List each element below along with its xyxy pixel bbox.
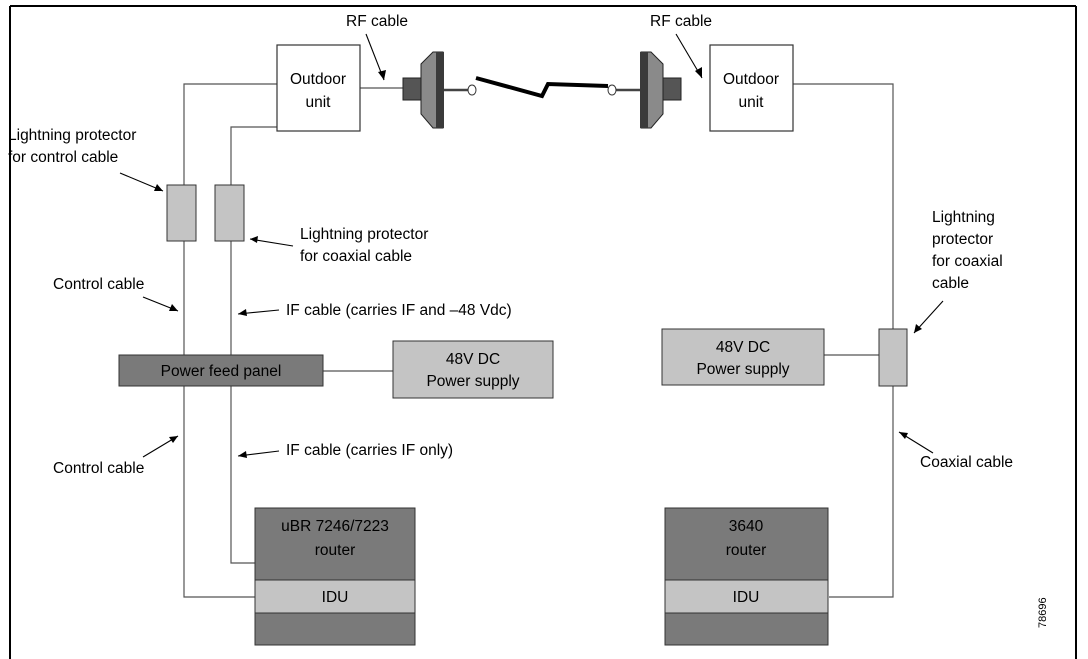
power-supply-left-label-1: 48V DC — [446, 351, 500, 368]
outdoor-unit-left-label-2: unit — [306, 94, 332, 111]
lightning-protector-coax-right — [878, 328, 908, 387]
control-cable-lower-label: Control cable — [53, 460, 144, 477]
lightning-protector-coax-left — [214, 184, 245, 242]
power-feed-panel — [118, 354, 324, 387]
idu-left — [254, 579, 416, 614]
arrow-lightning-coax-right — [913, 300, 944, 334]
figure-number: 78696 — [1037, 597, 1049, 628]
lightning-control-label-2: for control cable — [8, 149, 118, 166]
arrow-rf-left — [365, 33, 386, 81]
idu-right-label: IDU — [733, 589, 760, 606]
outdoor-unit-right-label-2: unit — [739, 94, 765, 111]
rf-cable-right-label: RF cable — [650, 13, 712, 30]
coaxial-cable-label: Coaxial cable — [920, 454, 1013, 471]
power-feed-panel-label: Power feed panel — [161, 363, 282, 380]
arrow-if-upper — [237, 309, 280, 316]
arrow-if-lower — [237, 450, 280, 458]
if-cable-line — [230, 126, 277, 564]
outdoor-unit-left-label-1: Outdoor — [290, 71, 346, 88]
power-supply-right — [661, 328, 825, 386]
if-cable-lower-label: IF cable (carries IF only) — [286, 442, 453, 459]
router-left — [254, 507, 416, 581]
if-cable-upper-label: IF cable (carries IF and –48 Vdc) — [286, 302, 512, 319]
arrow-lightning-control — [119, 172, 164, 192]
arrow-control-lower — [142, 435, 179, 458]
power-supply-left-label-2: Power supply — [426, 373, 519, 390]
callout-arrows — [119, 33, 944, 458]
outdoor-unit-left — [276, 44, 361, 132]
dish-antenna-left-icon — [402, 51, 477, 129]
rf-cable-left-label: RF cable — [346, 13, 408, 30]
power-supply-right-label-1: 48V DC — [716, 339, 770, 356]
arrow-coaxial-cable — [898, 431, 934, 454]
router-right-label-1: 3640 — [729, 518, 764, 535]
control-cable-upper-label: Control cable — [53, 276, 144, 293]
arrow-rf-right — [675, 33, 703, 79]
arrow-control-upper — [142, 296, 179, 312]
lightning-coax-left-label-2: for coaxial cable — [300, 248, 412, 265]
power-supply-left — [392, 340, 554, 399]
outdoor-unit-right-label-1: Outdoor — [723, 71, 779, 88]
router-right-label-2: router — [726, 542, 767, 559]
power-supply-right-label-2: Power supply — [696, 361, 789, 378]
dish-antenna-right-icon — [607, 51, 682, 129]
router-right-base — [664, 612, 829, 646]
router-left-base — [254, 612, 416, 646]
router-right — [664, 507, 829, 581]
router-left-label-2: router — [315, 542, 356, 559]
lightning-coax-right-label-2: protector — [932, 231, 993, 248]
lightning-coax-right-label-4: cable — [932, 275, 969, 292]
radio-link-zigzag — [475, 76, 609, 99]
control-cable-line — [183, 83, 277, 598]
lightning-coax-right-label-3: for coaxial — [932, 253, 1003, 270]
lightning-coax-right-label-1: Lightning — [932, 209, 995, 226]
lightning-protector-control — [166, 184, 197, 242]
idu-left-label: IDU — [322, 589, 349, 606]
router-left-label-1: uBR 7246/7223 — [281, 518, 389, 535]
idu-right — [664, 579, 829, 614]
lightning-control-label-1: Lightning protector — [8, 127, 136, 144]
arrow-lightning-coax-left — [249, 236, 294, 247]
lightning-coax-left-label-1: Lightning protector — [300, 226, 428, 243]
outdoor-unit-right — [709, 44, 794, 132]
